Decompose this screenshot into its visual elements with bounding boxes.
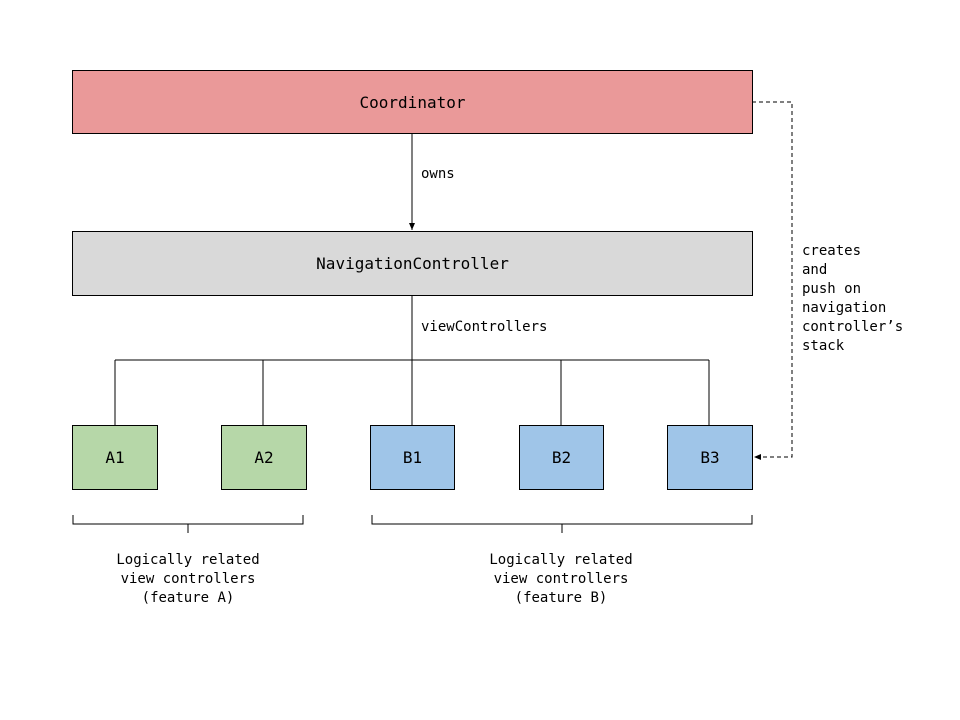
feature-a-brace	[72, 515, 304, 533]
feature-b-group-label: Logically related view controllers (feat…	[489, 552, 633, 606]
a1-label: A1	[105, 448, 125, 467]
b3-label: B3	[700, 448, 720, 467]
feature-a-group-label: Logically related view controllers (feat…	[116, 552, 260, 606]
navigation-controller-label: NavigationController	[316, 254, 509, 273]
coordinator-box: Coordinator	[72, 70, 753, 134]
b2-label: B2	[551, 448, 572, 467]
b3-box: B3	[667, 425, 753, 490]
view-controllers-tree	[114, 296, 710, 425]
b2-box: B2	[519, 425, 604, 490]
owns-edge-label: owns	[421, 166, 455, 182]
a2-label: A2	[254, 448, 274, 467]
creates-dashed-arrow	[752, 101, 793, 460]
a2-box: A2	[221, 425, 307, 490]
coordinator-label: Coordinator	[359, 92, 466, 112]
creates-edge-label: creates and push on navigation controlle…	[802, 243, 904, 354]
feature-b-brace	[371, 515, 753, 533]
view-controllers-edge-label: viewControllers	[421, 319, 548, 335]
a1-box: A1	[72, 425, 158, 490]
navigation-controller-box: NavigationController	[72, 231, 753, 296]
b1-box: B1	[370, 425, 455, 490]
b1-label: B1	[402, 448, 423, 467]
